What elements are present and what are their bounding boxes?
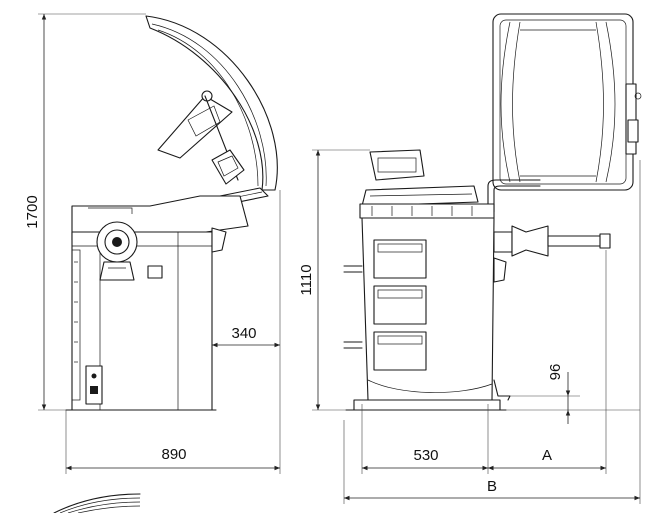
dim-label-890: 890 bbox=[161, 446, 186, 463]
dimension-lines bbox=[38, 13, 641, 504]
dim-label-B: B bbox=[487, 478, 497, 495]
dim-label-1700: 1700 bbox=[24, 195, 41, 228]
tray-2 bbox=[373, 285, 427, 325]
partial-wheel bbox=[53, 493, 141, 513]
front-shaft bbox=[493, 225, 611, 257]
side-hood bbox=[145, 15, 278, 191]
front-hood bbox=[492, 13, 634, 191]
side-hood-arm bbox=[157, 95, 233, 159]
dim-label-340: 340 bbox=[231, 325, 256, 342]
dim-label-1110: 1110 bbox=[298, 264, 315, 295]
front-display bbox=[369, 149, 425, 181]
dim-label-530: 530 bbox=[413, 447, 438, 464]
tray-1 bbox=[373, 239, 427, 279]
dim-label-96: 96 bbox=[547, 364, 564, 381]
front-view-machine bbox=[343, 13, 642, 411]
side-view-machine bbox=[65, 15, 278, 411]
dim-label-A: A bbox=[542, 447, 552, 464]
tray-3 bbox=[373, 331, 427, 371]
